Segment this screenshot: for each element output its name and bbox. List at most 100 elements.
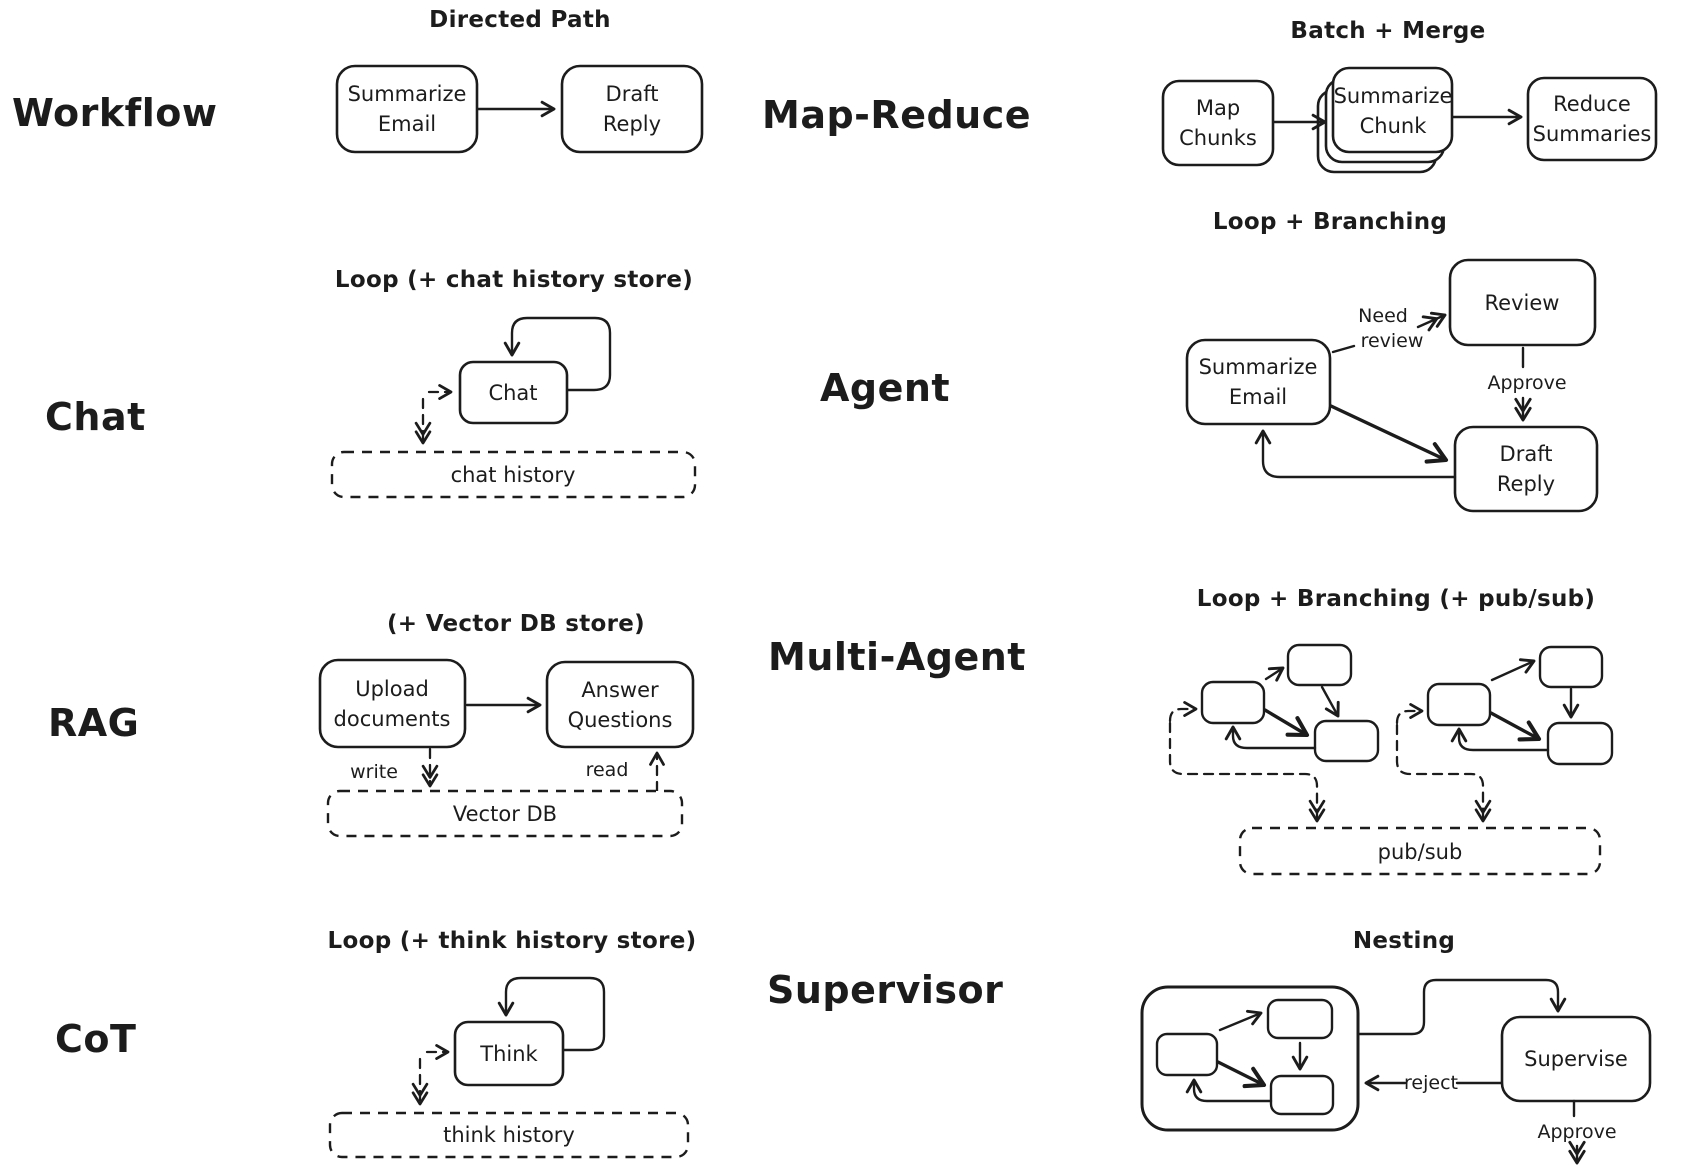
- chat-label: Chat: [45, 395, 146, 439]
- chat-loop-edge: [503, 316, 612, 392]
- agent-node: [1286, 643, 1353, 687]
- map-chunks-line1: Map: [1196, 96, 1240, 120]
- multi-agent-pub-sub-label: pub/sub: [1378, 840, 1463, 864]
- agent-node: [1546, 721, 1614, 766]
- supervisor-approve-label: Approve: [1537, 1121, 1616, 1143]
- reduce-summaries-line2: Summaries: [1533, 122, 1652, 146]
- agent-title: Loop + Branching: [1213, 209, 1447, 235]
- rag-write-label: write: [350, 761, 398, 783]
- rag-read-label: read: [586, 759, 629, 781]
- supervisor-edge-container-to-supervise: [1356, 978, 1567, 1036]
- cluster2-edge-left-to-bottom: [1489, 711, 1542, 742]
- agent-node: [1426, 682, 1492, 727]
- multi-agent-cluster-1: [1168, 643, 1380, 823]
- agent-node-draft-reply: [1453, 425, 1599, 513]
- cluster2-dashed-entry: [1395, 703, 1424, 725]
- map-reduce-title: Batch + Merge: [1290, 18, 1485, 44]
- rag-answer-line2: Questions: [568, 708, 673, 732]
- cluster1-dashed-entry: [1168, 701, 1198, 723]
- agent-node: [1200, 680, 1266, 725]
- agent-section: Agent Loop + Branching Summarize Email R…: [820, 209, 1599, 513]
- agent-node-summarize-email: [1185, 338, 1332, 426]
- cluster2-edge-return: [1450, 727, 1550, 752]
- workflow-node-draft-reply: [560, 64, 704, 154]
- cot-section: CoT Loop (+ think history store) Think t…: [55, 928, 697, 1159]
- workflow-title: Directed Path: [429, 7, 611, 33]
- cluster1-edge-return: [1224, 725, 1317, 750]
- rag-answer-line1: Answer: [581, 678, 659, 702]
- supervisor-label: Supervisor: [767, 968, 1003, 1012]
- cot-loop-edge: [497, 976, 606, 1052]
- chat-section: Chat Loop (+ chat history store) Chat ch…: [45, 267, 697, 499]
- agent-node: [1266, 998, 1334, 1040]
- rag-upload-line1: Upload: [355, 677, 429, 701]
- cluster1-edge-left-to-top: [1264, 666, 1285, 682]
- cluster2-edge-left-to-top: [1490, 658, 1536, 682]
- cluster2-dashed-to-pubsub: [1395, 723, 1492, 823]
- reduce-summaries-line1: Reduce: [1553, 92, 1631, 116]
- nested-edge-left-to-top: [1218, 1009, 1263, 1032]
- cot-label: CoT: [55, 1017, 136, 1061]
- rag-section: RAG (+ Vector DB store) Upload documents…: [48, 611, 695, 838]
- cluster1-dashed-to-pubsub: [1168, 721, 1326, 823]
- agent-edge-summarize-to-draft: [1329, 404, 1449, 464]
- agent-summarize-line1: Summarize: [1199, 355, 1318, 379]
- rag-node-answer-questions: [545, 660, 695, 749]
- agent-summarize-line2: Email: [1229, 385, 1287, 409]
- map-chunks-line2: Chunks: [1179, 126, 1257, 150]
- workflow-draft-line1: Draft: [606, 82, 659, 106]
- agent-need-review-line1: Need: [1358, 305, 1408, 327]
- agent-draft-line1: Draft: [1500, 442, 1553, 466]
- supervisor-supervise-label: Supervise: [1524, 1047, 1628, 1071]
- agent-review-label: Review: [1485, 291, 1560, 315]
- rag-upload-line2: documents: [334, 707, 451, 731]
- workflow-node-summarize-email: [335, 64, 479, 154]
- chat-node-chat: [458, 360, 569, 425]
- cot-think-history-store: [328, 1111, 690, 1159]
- map-reduce-node-reduce-summaries: [1526, 76, 1658, 162]
- workflow-draft-line2: Reply: [603, 112, 661, 136]
- nested-edge-return: [1185, 1078, 1273, 1103]
- map-reduce-node-summarize-chunk: [1331, 66, 1454, 154]
- workflow-section: Workflow Directed Path Summarize Email D…: [12, 7, 704, 154]
- agent-label: Agent: [820, 366, 950, 410]
- agent-approve-label: Approve: [1487, 372, 1566, 394]
- multi-agent-pub-sub-store: [1238, 826, 1602, 876]
- agent-need-review-line2: review: [1361, 330, 1424, 352]
- cot-node-think: [453, 1020, 565, 1087]
- supervisor-section: Supervisor Nesting Supervise reject Appr…: [767, 928, 1652, 1165]
- multi-agent-section: Multi-Agent Loop + Branching (+ pub/sub): [768, 586, 1614, 876]
- agent-edge-draft-to-summarize: [1254, 429, 1457, 479]
- workflow-summarize-line1: Summarize: [348, 82, 467, 106]
- cot-title: Loop (+ think history store): [328, 928, 697, 954]
- chat-history-label: chat history: [451, 463, 576, 487]
- agent-need-review-tick: [1331, 344, 1356, 354]
- supervisor-node-supervise: [1500, 1015, 1652, 1103]
- rag-node-upload-documents: [318, 658, 467, 749]
- cot-think-label: Think: [479, 1042, 538, 1066]
- supervisor-reject-label: reject: [1404, 1072, 1458, 1094]
- rag-title: (+ Vector DB store): [387, 611, 645, 637]
- agent-node: [1313, 719, 1380, 763]
- rag-vector-db-label: Vector DB: [453, 802, 557, 826]
- chat-node-label: Chat: [488, 381, 537, 405]
- supervisor-title: Nesting: [1353, 928, 1455, 954]
- cot-think-history-label: think history: [443, 1123, 575, 1147]
- summarize-chunk-line1: Summarize: [1334, 84, 1453, 108]
- agent-draft-line2: Reply: [1497, 472, 1555, 496]
- chat-title: Loop (+ chat history store): [335, 267, 693, 293]
- multi-agent-title: Loop + Branching (+ pub/sub): [1197, 586, 1595, 612]
- agent-edge-need-review: [1416, 311, 1447, 332]
- map-reduce-label: Map-Reduce: [762, 93, 1031, 137]
- rag-vector-db-store: [326, 789, 684, 838]
- multi-agent-cluster-2: [1395, 645, 1614, 823]
- workflow-label: Workflow: [12, 91, 217, 135]
- agent-node: [1538, 645, 1604, 689]
- multi-agent-label: Multi-Agent: [768, 635, 1026, 679]
- summarize-chunk-line2: Chunk: [1360, 114, 1428, 138]
- nested-edge-left-to-bottom: [1216, 1060, 1267, 1089]
- rag-label: RAG: [48, 701, 139, 745]
- cluster1-edge-left-to-bottom: [1263, 708, 1310, 738]
